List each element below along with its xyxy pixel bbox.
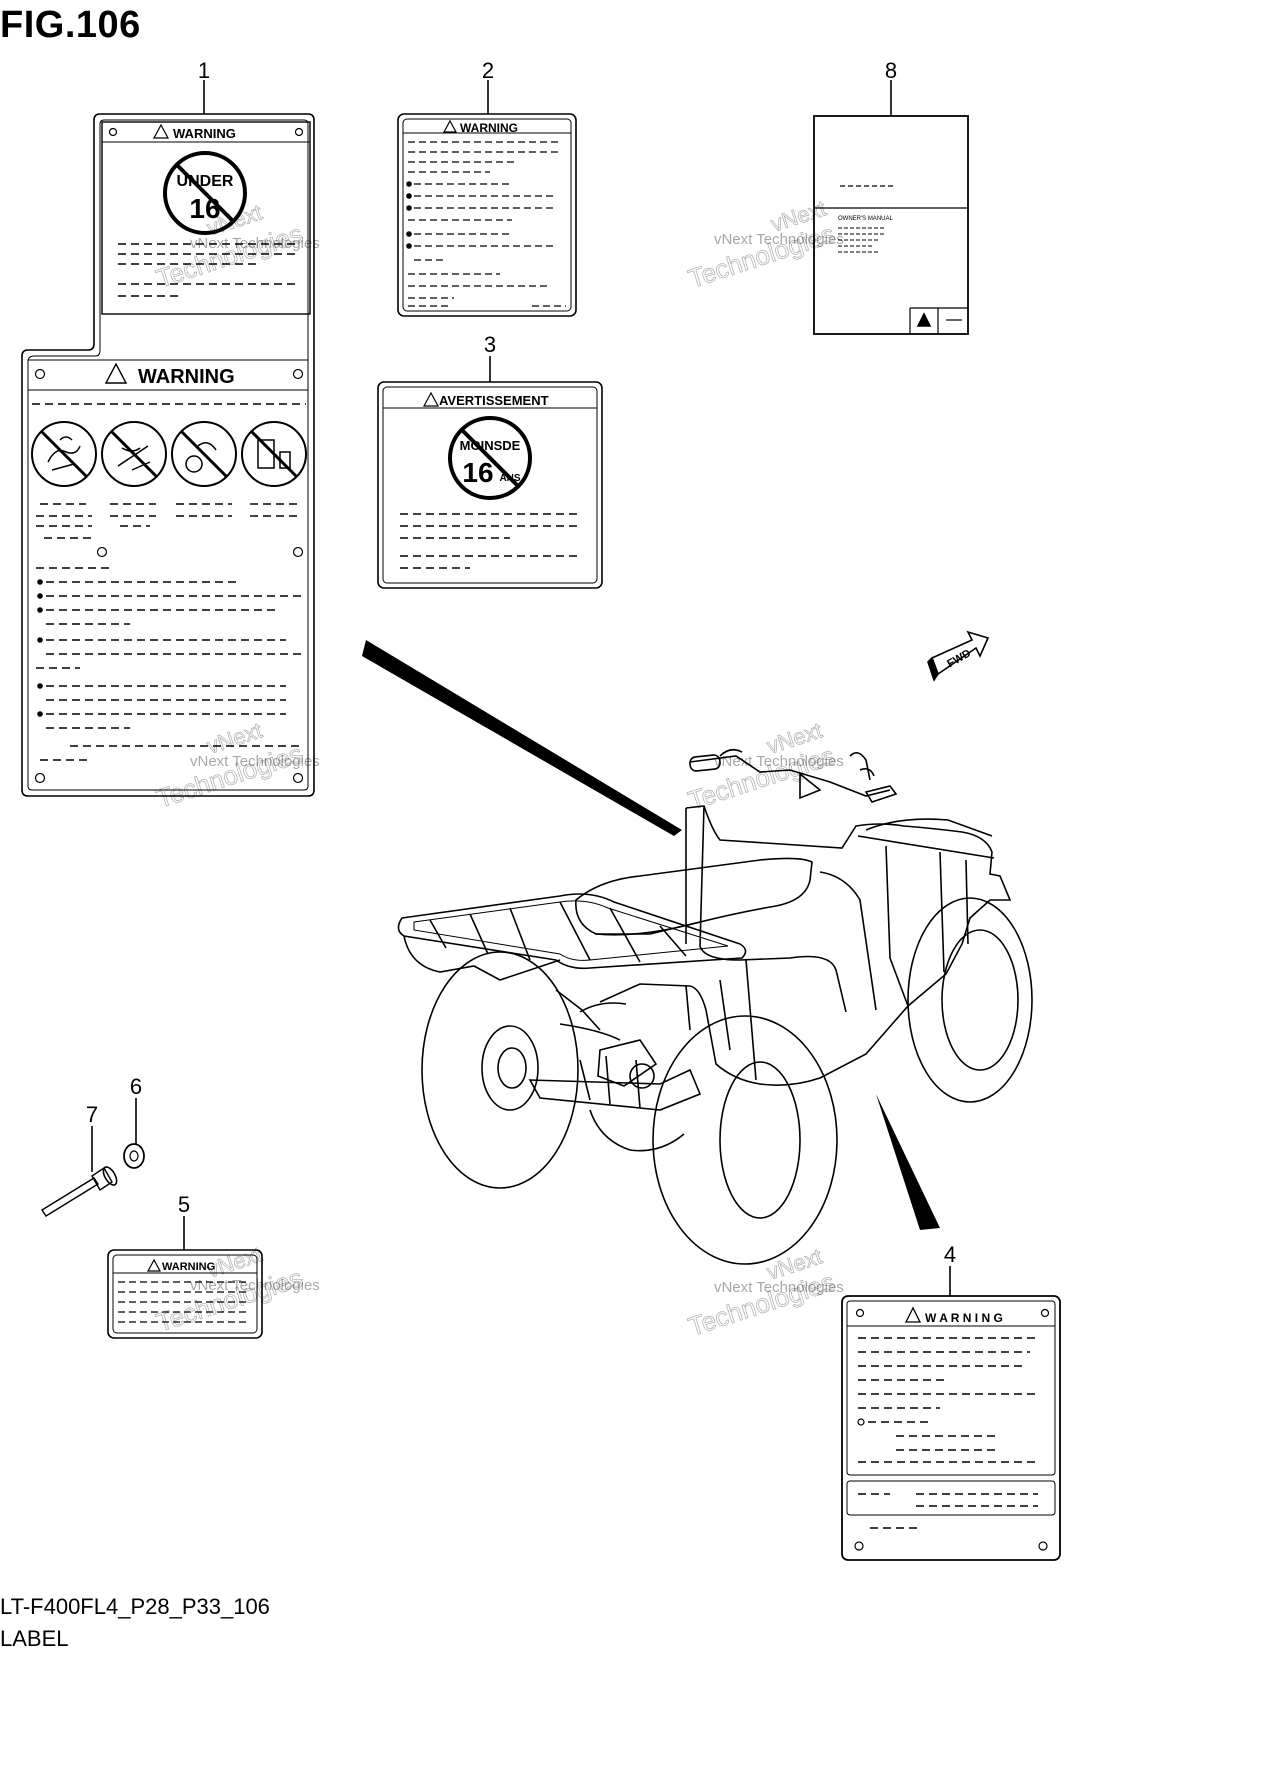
callout-4: 4 [944,1242,956,1267]
callout-1: 1 [198,58,210,83]
watermark-2-line1: vNext Technologies [714,231,844,248]
label-3-avertissement[interactable]: AVERTISSEMENT MOINSDE 16 ANS [377,381,603,589]
label-1-pointer-wedge [362,640,682,836]
callout-6: 6 [130,1074,142,1099]
figure-title: FIG.106 [0,4,141,46]
label-2-warning[interactable]: WARNING [397,113,577,317]
label-1-age-text: 16 [189,193,220,224]
callout-8: 8 [885,58,897,83]
label-1-under-text: UNDER [177,173,234,190]
callout-5: 5 [178,1192,190,1217]
callout-3: 3 [484,332,496,357]
manual-heading-text: OWNER'S MANUAL [838,216,893,222]
label-5-warning[interactable]: WARNING [107,1249,263,1339]
label-1-pictograms [31,421,307,487]
label-3-moinsde-text: MOINSDE [460,438,521,453]
watermark-2-line3: Technologies [685,218,839,293]
forward-direction-arrow: FWD [927,630,990,682]
rivet-7[interactable] [41,1165,119,1217]
callout-7: 7 [86,1102,98,1127]
label-1-warning-under16[interactable]: WARNING UNDER 16 WARNING [21,113,315,797]
label-1-lower-warning-text: WARNING [138,366,235,388]
watermark-6-line1: vNext Technologies [714,1279,844,1296]
watermark-6-line3: Technologies [685,1266,839,1341]
label-1-warning-text: WARNING [173,126,236,141]
label-2-warning-text: WARNING [460,121,518,135]
watermark-group: vNext Technologies vNext Technologies vN… [152,195,844,1342]
label-4-warning[interactable]: W A R N I N G [841,1295,1061,1561]
label-3-avertissement-text: AVERTISSEMENT [439,393,549,408]
label-4-warning-text: W A R N I N G [925,1311,1003,1325]
label-3-age-text: 16 [462,457,493,488]
label-3-ans-text: ANS [499,473,520,484]
watermark-4-line1: vNext Technologies [714,753,844,770]
watermark-5-line1: vNext Technologies [190,1277,320,1294]
label-5-warning-text: WARNING [162,1261,215,1273]
section-name-caption: LABEL [0,1626,69,1651]
owners-manual-8[interactable]: OWNER'S MANUAL [813,115,969,335]
callout-2: 2 [482,58,494,83]
watermark-1-line1: vNext Technologies [190,235,320,252]
label-4-pointer-wedge [876,1094,940,1230]
watermark-3-line1: vNext Technologies [190,753,320,770]
washer-6[interactable] [123,1143,145,1169]
model-code-caption: LT-F400FL4_P28_P33_106 [0,1594,270,1619]
atv-vehicle-drawing [397,748,1033,1265]
